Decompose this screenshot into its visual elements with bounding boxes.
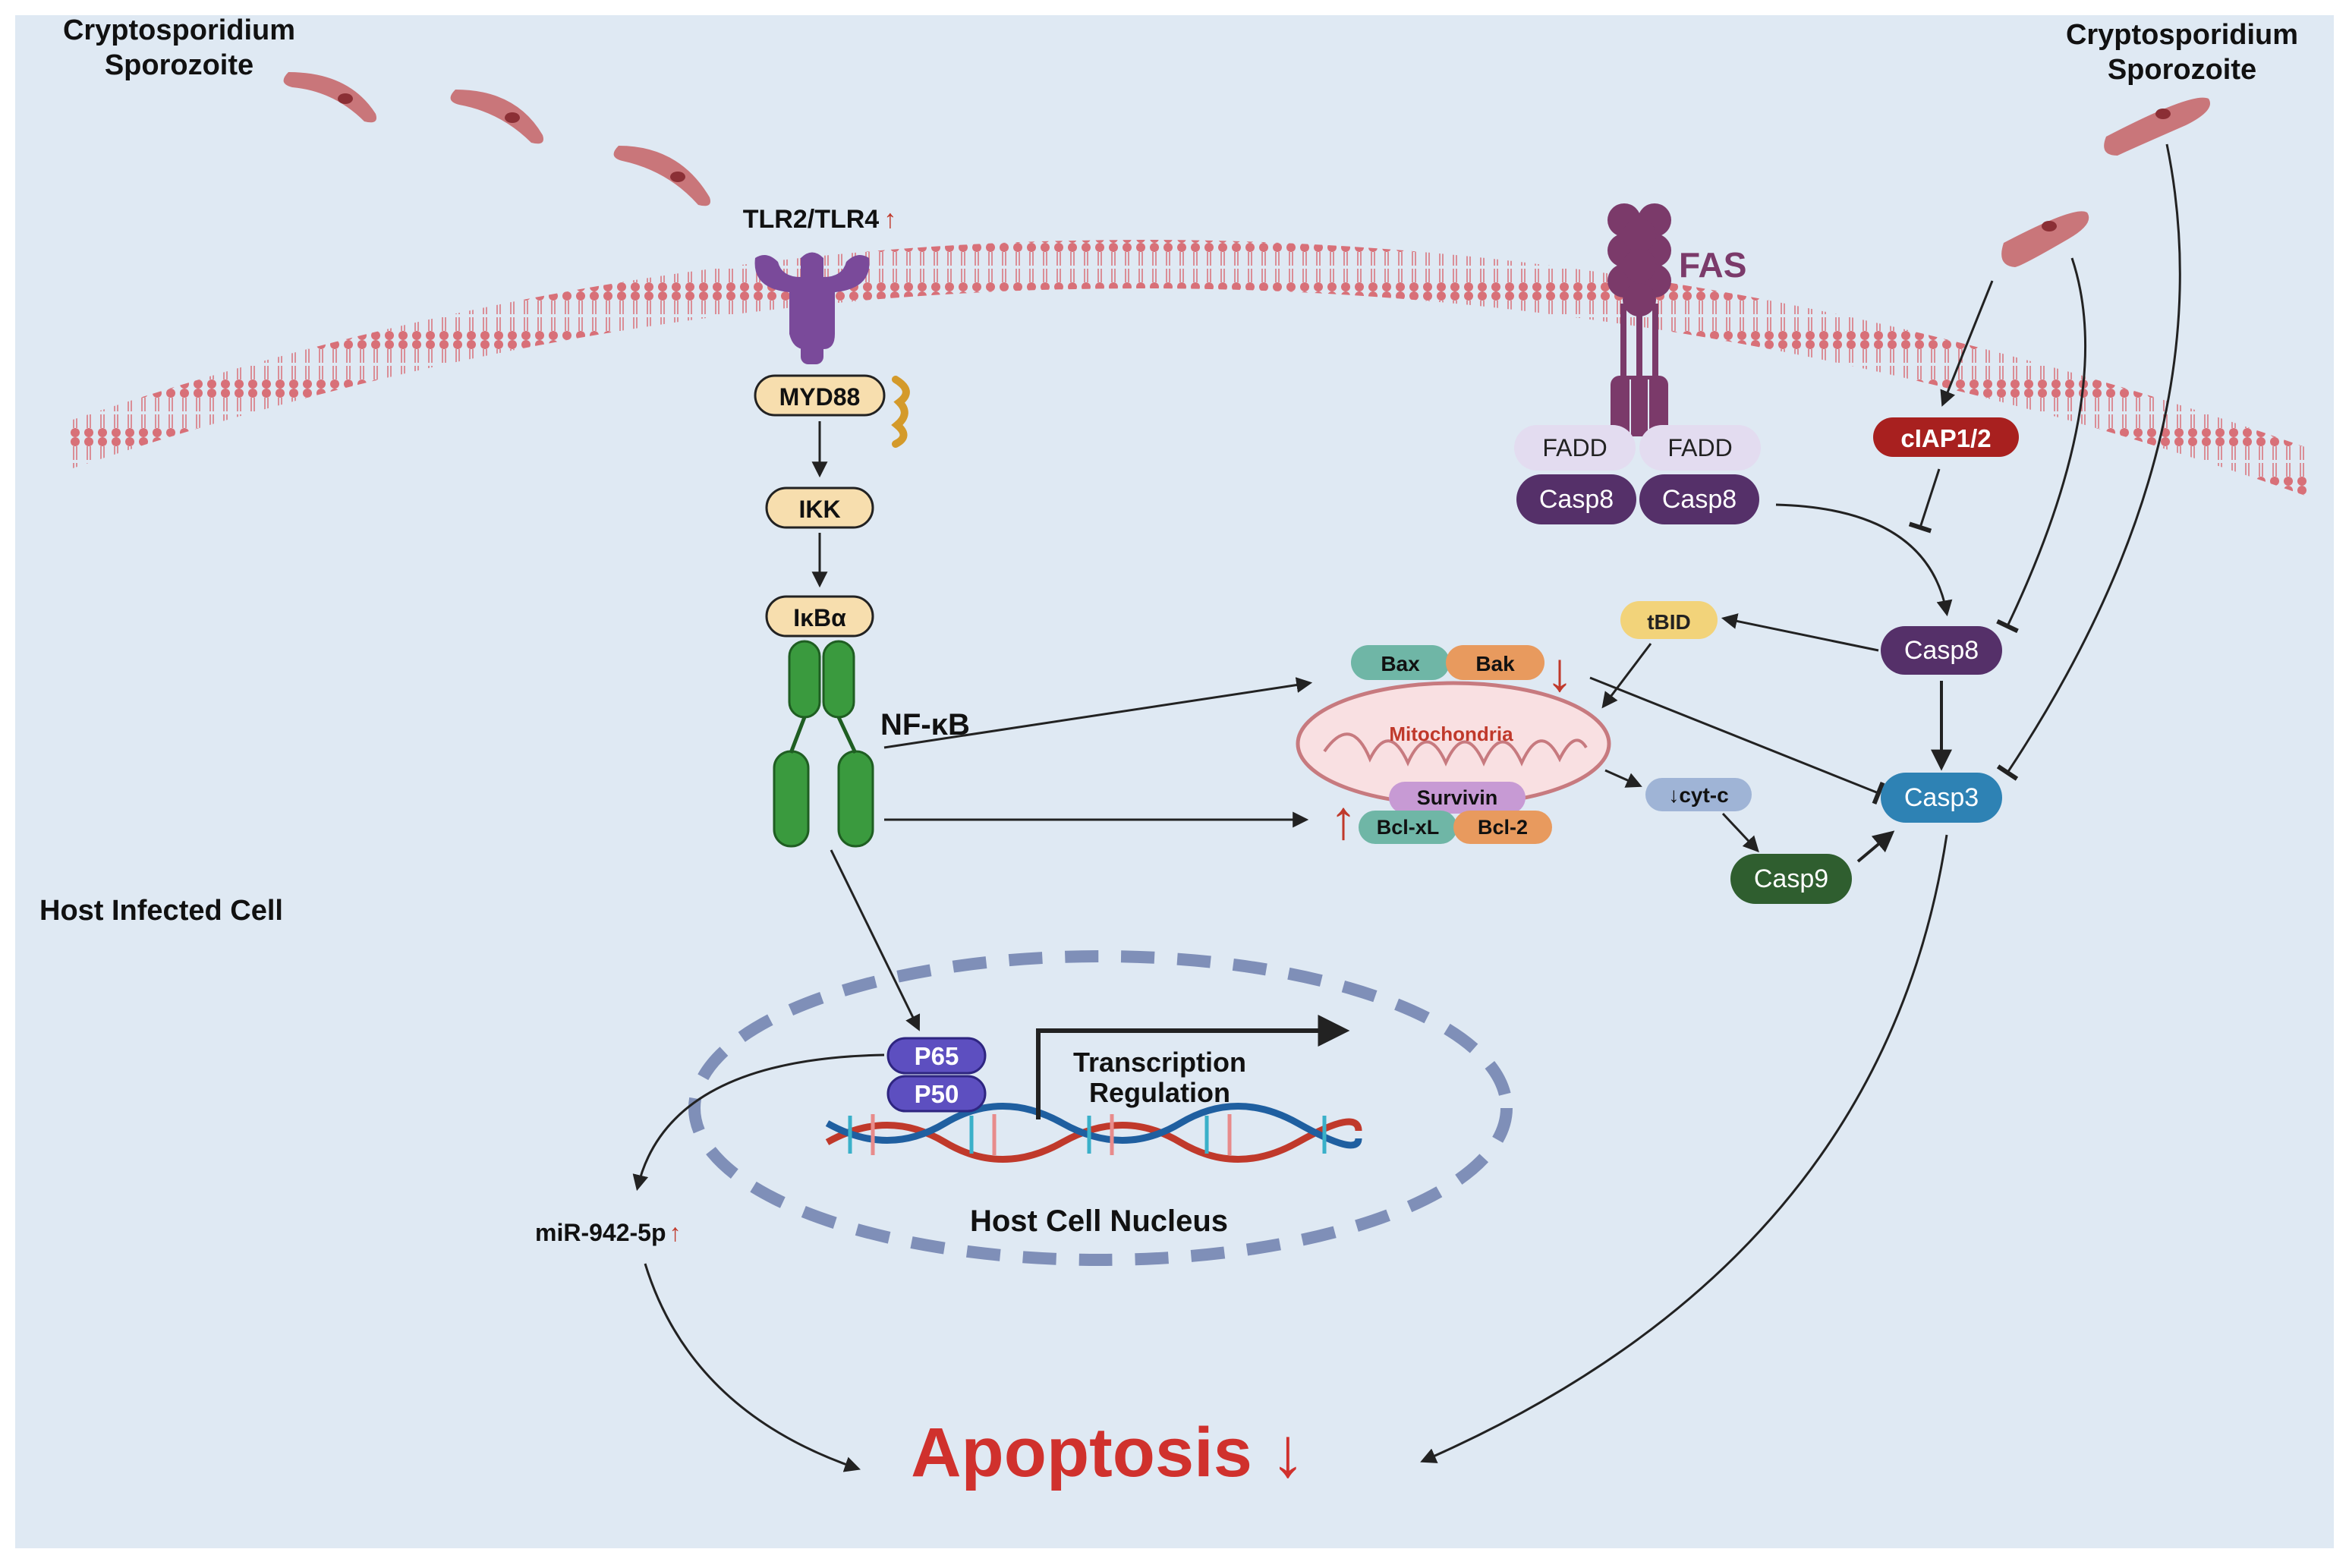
arrow-mir-apoptosis — [644, 1263, 861, 1472]
tbid-node — [1620, 601, 1718, 639]
p65-node — [886, 1037, 987, 1075]
tlr-up-arrow: ↑ — [883, 205, 896, 234]
bcl-up-arrow: ↑ — [1330, 790, 1357, 851]
arrow-tbid-mito — [1601, 643, 1652, 709]
ikba-node — [765, 595, 874, 638]
bclxl-label: Bcl-xL — [1377, 816, 1440, 839]
host-cell-label: Host Infected Cell — [39, 895, 283, 927]
survivin-label: Survivin — [1417, 786, 1498, 809]
arrow-nfkb-bax — [883, 677, 1313, 749]
myd88-node — [754, 374, 886, 417]
cytc-node — [1645, 778, 1752, 811]
ikba-label: IκBα — [793, 604, 846, 631]
sporozoite-left-label-1: Cryptosporidium — [63, 14, 295, 46]
myd88-label: MYD88 — [779, 383, 861, 411]
fas-casp8-left-node — [1516, 474, 1636, 524]
mir-up-arrow: ↑ — [669, 1219, 682, 1246]
arrow-mito-cytc — [1604, 769, 1642, 788]
sporozoite-icon — [2104, 97, 2210, 156]
arrow-p65-mir — [632, 1053, 885, 1192]
survivin-node — [1389, 782, 1526, 814]
p65-label: P65 — [915, 1042, 959, 1070]
arrow-sporozoite-ciap — [1940, 280, 1994, 407]
transcription-label-1: Transcription — [1073, 1047, 1246, 1078]
sporozoite-left-label-2: Sporozoite — [105, 49, 253, 81]
host-nucleus-boundary — [688, 950, 1513, 1266]
casp9-node — [1730, 854, 1852, 904]
fas-casp8-right-node — [1639, 474, 1759, 524]
sporozoite-icon — [450, 90, 543, 144]
ciap-node — [1873, 417, 2019, 457]
ciap-label: cIAP1/2 — [1900, 424, 1991, 452]
arrow-nfkb-nucleus — [830, 849, 921, 1031]
cytc-label: ↓cyt-c — [1668, 783, 1728, 807]
casp8-node — [1881, 626, 2002, 675]
bak-node — [1446, 645, 1544, 680]
fadd-left-node — [1514, 425, 1636, 471]
myd88-adapter-icon — [891, 376, 910, 448]
fas-casp8-right-label: Casp8 — [1662, 485, 1737, 514]
nfkb-dimer-icon — [773, 640, 874, 848]
arrow-fas-casp8 — [1775, 503, 1953, 617]
fadd-right-node — [1639, 425, 1761, 471]
bclxl-node — [1359, 811, 1457, 844]
inhibit-ciap-casp8 — [1908, 468, 1941, 534]
p50-node — [886, 1075, 987, 1113]
arrow-cytc-casp9 — [1721, 812, 1759, 853]
inhibit-sporozoite-casp3 — [1996, 143, 2181, 781]
arrow-casp3-apoptosis — [1420, 834, 1948, 1463]
nucleus-label: Host Cell Nucleus — [970, 1204, 1228, 1238]
apoptosis-down-arrow: ↓ — [1271, 1414, 1305, 1491]
ikk-node — [765, 486, 874, 529]
tbid-label: tBID — [1647, 610, 1691, 634]
apoptosis-label: Apoptosis↓ — [911, 1414, 1305, 1491]
arrow-casp8-tbid — [1721, 613, 1879, 652]
tlr-receptor-icon — [754, 252, 870, 364]
sporozoite-right-label-2: Sporozoite — [2108, 54, 2256, 86]
arrow-casp9-casp3 — [1856, 830, 1895, 863]
bcl2-label: Bcl-2 — [1478, 816, 1528, 839]
casp9-label: Casp9 — [1754, 864, 1828, 893]
mir-label: miR-942-5p↑ — [535, 1219, 682, 1246]
bak-down-arrow: ↓ — [1546, 642, 1573, 703]
casp3-node — [1881, 773, 2002, 823]
bak-label: Bak — [1475, 652, 1515, 675]
casp8-label: Casp8 — [1904, 636, 1979, 665]
mitochondria-label: Mitochondria — [1389, 723, 1513, 745]
fadd-right-label: FADD — [1667, 434, 1732, 461]
sporozoite-icon — [613, 146, 710, 206]
sporozoite-right-label-1: Cryptosporidium — [2066, 19, 2298, 51]
inhibit-sporozoite-casp8 — [1996, 257, 2087, 634]
cell-membrane — [68, 239, 2307, 496]
fas-label: FAS — [1679, 245, 1746, 285]
casp3-label: Casp3 — [1904, 783, 1979, 812]
bcl2-node — [1453, 811, 1552, 844]
sporozoite-icon — [2001, 211, 2089, 267]
p50-label: P50 — [915, 1080, 959, 1108]
dna-helix-icon — [825, 1103, 1362, 1163]
transcription-label-2: Regulation — [1089, 1077, 1230, 1108]
fas-casp8-left-label: Casp8 — [1539, 485, 1614, 514]
fas-receptor-icon — [1607, 203, 1671, 436]
tlr-label: TLR2/TLR4↑ — [743, 205, 896, 234]
bax-label: Bax — [1381, 652, 1420, 675]
ikk-label: IKK — [798, 496, 840, 523]
sporozoite-icon — [283, 72, 376, 123]
transcription-arrow — [1036, 1015, 1350, 1119]
inhibit-bak-casp3 — [1589, 676, 1885, 805]
fadd-left-label: FADD — [1542, 434, 1607, 461]
bax-node — [1351, 645, 1450, 680]
